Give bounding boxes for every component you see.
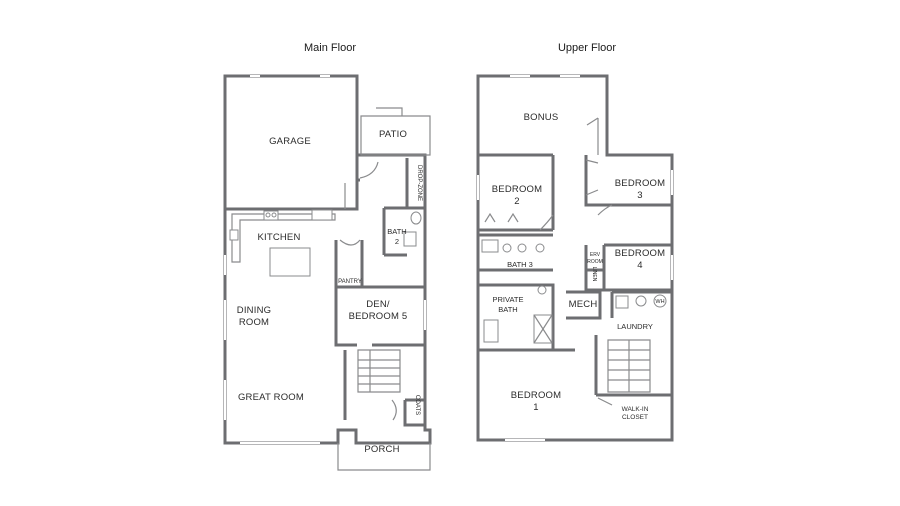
drop-zone-label: DROP-ZONE	[416, 165, 422, 201]
porch-label: PORCH	[364, 444, 399, 455]
bedroom2-label-line2: 2	[514, 196, 519, 207]
upper-floor-plan: BONUS BEDROOM 2 BEDROOM 3 BATH 3 ERV ROO…	[476, 74, 674, 442]
garage-label: GARAGE	[269, 136, 311, 147]
bonus-label: BONUS	[524, 112, 559, 123]
pantry-label: PANTRY	[338, 279, 362, 285]
bedroom4-label-line2: 4	[637, 260, 642, 271]
bedroom3-label-line1: BEDROOM	[615, 178, 666, 189]
kitchen-counter	[231, 213, 336, 263]
main-floor-title: Main Floor	[304, 42, 356, 54]
porch-outline	[337, 443, 431, 471]
garage-walls	[223, 74, 359, 211]
private-bath-label-line2: BATH	[498, 305, 517, 314]
bedroom3-label-line2: 3	[637, 190, 642, 201]
dining-label-line2: ROOM	[239, 317, 269, 328]
main-floor-plan: GARAGE PATIO DROP-ZONE KITCHEN BATH 2 PA…	[223, 74, 432, 471]
dining-label-line1: DINING	[237, 305, 271, 316]
bedroom1-label-line1: BEDROOM	[511, 390, 562, 401]
erv-label-line2: ROOM	[587, 259, 603, 265]
patio-light	[376, 107, 403, 116]
great-room-label: GREAT ROOM	[238, 392, 304, 403]
bedroom4-label-line1: BEDROOM	[615, 248, 666, 259]
upper-stairs	[607, 339, 651, 393]
erv-label-line1: ERV	[590, 252, 601, 258]
upper-floor-title: Upper Floor	[558, 42, 616, 54]
walkin-closet-label-line1: WALK-IN	[622, 406, 649, 413]
private-bath-label-line1: PRIVATE	[493, 295, 524, 304]
patio-outline	[360, 115, 431, 156]
linen-label: LINEN	[591, 267, 597, 282]
water-heater-label: WH	[655, 299, 664, 305]
patio-label: PATIO	[379, 129, 407, 140]
den-label-line2: BEDROOM 5	[349, 311, 408, 322]
kitchen-island	[269, 247, 311, 277]
bath2-label-line1: BATH	[387, 227, 406, 236]
den-label-line1: DEN/	[366, 299, 390, 310]
kitchen-label: KITCHEN	[257, 232, 300, 243]
bath2-label-line2: 2	[395, 237, 399, 246]
bedroom1-label-line2: 1	[533, 402, 538, 413]
bath3-label: BATH 3	[507, 260, 533, 269]
mech-label: MECH	[569, 299, 598, 310]
bedroom2-label-line1: BEDROOM	[492, 184, 543, 195]
coats-label: COATS	[414, 395, 420, 415]
laundry-label: LAUNDRY	[617, 322, 653, 331]
walkin-closet-label-line2: CLOSET	[622, 414, 648, 421]
main-stairs	[357, 349, 401, 393]
